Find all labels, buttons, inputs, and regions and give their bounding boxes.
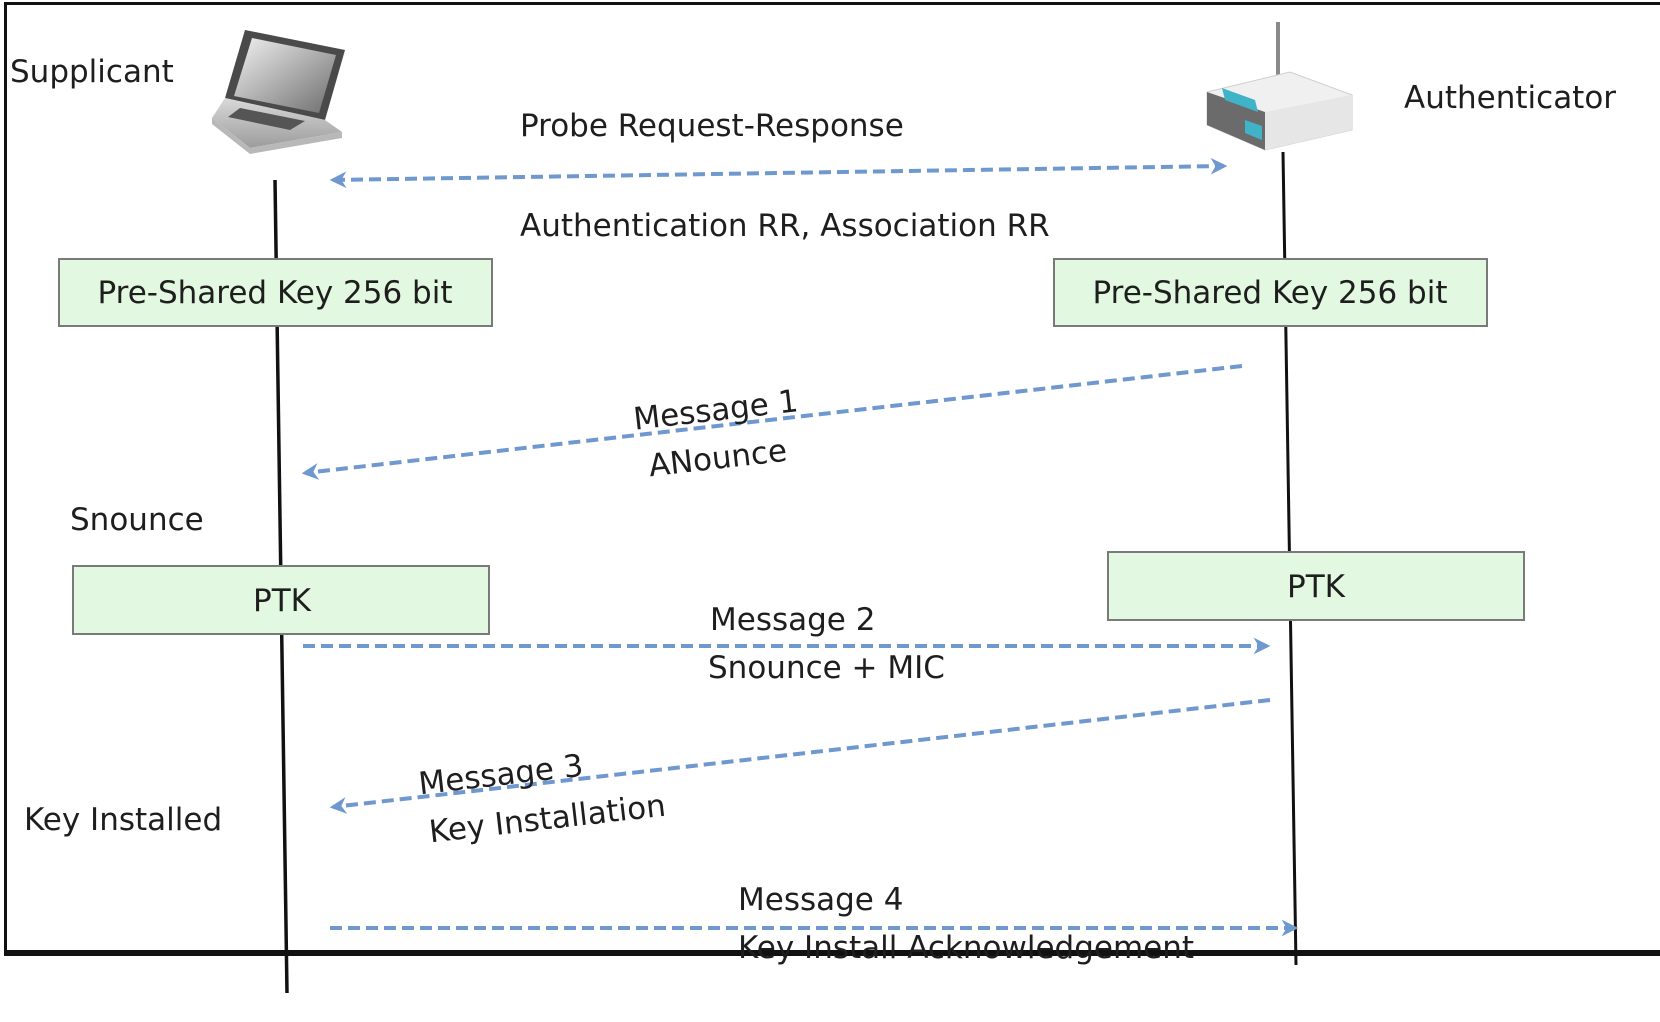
diagram-frame	[4, 2, 1660, 956]
psk-box-authenticator-text: Pre-Shared Key 256 bit	[1093, 275, 1448, 311]
message-2-label: Message 2	[710, 602, 875, 638]
ptk-box-authenticator: PTK	[1107, 551, 1525, 621]
psk-box-authenticator: Pre-Shared Key 256 bit	[1053, 258, 1488, 327]
probe-label: Probe Request-Response	[520, 108, 904, 144]
message-4-label: Message 4	[738, 882, 903, 918]
psk-box-supplicant-text: Pre-Shared Key 256 bit	[98, 275, 453, 311]
message-3-arrow	[329, 698, 1271, 814]
message-2-sublabel: Snounce + MIC	[708, 650, 945, 686]
supplicant-label: Supplicant	[10, 54, 174, 90]
message-1-sublabel: ANounce	[647, 433, 789, 484]
message-4-sublabel: Key Install Acknowledgement	[738, 930, 1194, 966]
ptk-box-authenticator-text: PTK	[1287, 569, 1346, 605]
psk-box-supplicant: Pre-Shared Key 256 bit	[58, 258, 493, 327]
auth-assoc-label: Authentication RR, Association RR	[520, 208, 1050, 244]
probe-arrow	[329, 157, 1228, 189]
ptk-box-supplicant: PTK	[72, 565, 490, 635]
wireless-router-icon	[1206, 22, 1353, 151]
laptop-icon	[212, 30, 345, 154]
message-3-label: Message 3	[417, 748, 585, 802]
key-installed-label: Key Installed	[24, 802, 222, 838]
authenticator-label: Authenticator	[1404, 80, 1616, 116]
ptk-box-supplicant-text: PTK	[253, 583, 312, 619]
message-1-label: Message 1	[632, 383, 800, 437]
snounce-label: Snounce	[70, 502, 204, 538]
message-1-arrow	[301, 364, 1243, 480]
